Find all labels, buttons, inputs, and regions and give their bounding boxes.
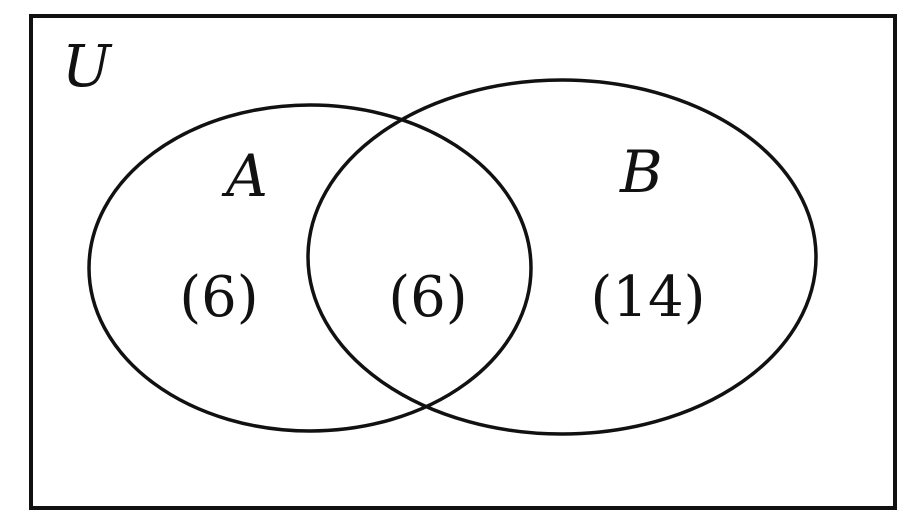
set-a-label: A — [221, 142, 268, 210]
set-a-ellipse — [87, 103, 533, 433]
region-a-and-b-count: (6) — [388, 265, 467, 330]
set-b-ellipse — [306, 78, 818, 436]
region-b-only-count: (14) — [591, 265, 706, 330]
universe-label: U — [62, 32, 113, 100]
region-a-only-count: (6) — [179, 265, 258, 330]
set-b-label: B — [619, 138, 663, 206]
universe-rectangle — [29, 14, 897, 510]
